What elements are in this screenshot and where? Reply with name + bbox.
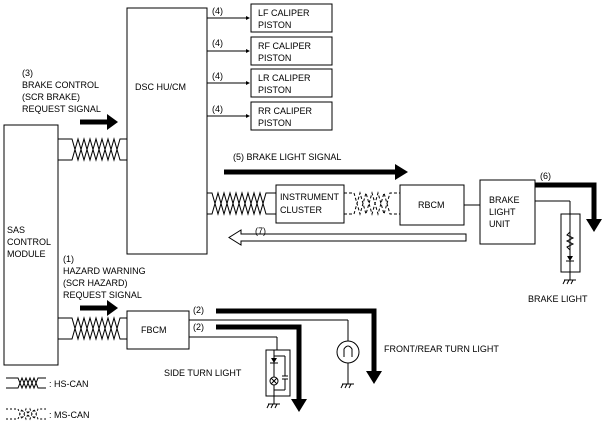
side-turn-light: SIDE TURN LIGHT xyxy=(164,337,291,409)
signal-1-line-3: (SCR HAZARD) xyxy=(63,278,128,288)
hazard-warning-arrow xyxy=(80,300,118,316)
fbcm-label: FBCM xyxy=(141,325,167,335)
caliper-num-3: (4) xyxy=(212,71,223,81)
dsc-hu-cm-block: DSC HU/CM xyxy=(126,7,208,255)
brake-control-arrow xyxy=(80,114,118,130)
blu-label-1: BRAKE xyxy=(489,195,520,205)
rr-caliper-label-2: PISTON xyxy=(258,118,291,128)
caliper-num-4: (4) xyxy=(212,104,223,114)
hazard-warning-signal: (1) HAZARD WARNING (SCR HAZARD) REQUEST … xyxy=(63,254,146,316)
hs-can-sas-dsc xyxy=(58,137,127,162)
sas-control-module-block: SAS CONTROL MODULE xyxy=(3,124,59,366)
blu-label-3: UNIT xyxy=(489,219,510,229)
turn-light-label: FRONT/REAR TURN LIGHT xyxy=(384,344,499,354)
caliper-arrows: (4) (4) (4) (4) xyxy=(207,6,250,118)
signal-2b-label: (2) xyxy=(193,322,204,332)
rbcm-label: RBCM xyxy=(418,200,445,210)
legend-ms-can: : MS-CAN xyxy=(6,407,90,421)
signal-5-label: (5) BRAKE LIGHT SIGNAL xyxy=(233,152,341,162)
caliper-num-2: (4) xyxy=(212,38,223,48)
rr-caliper-block: RR CALIPER PISTON xyxy=(250,101,333,131)
hs-can-sas-fbcm xyxy=(58,316,127,341)
signal-7: (7) xyxy=(228,226,467,246)
caliper-num-1: (4) xyxy=(212,6,223,16)
side-turn-label: SIDE TURN LIGHT xyxy=(164,368,242,378)
lr-caliper-label-2: PISTON xyxy=(258,85,291,95)
signal-3-line-4: REQUEST SIGNAL xyxy=(22,104,101,114)
cluster-label-1: INSTRUMENT xyxy=(280,192,339,202)
rf-caliper-block: RF CALIPER PISTON xyxy=(250,36,333,66)
legend: : HS-CAN : MS-CAN xyxy=(6,376,90,421)
turn-signal-outputs: (2) (2) xyxy=(189,305,382,412)
instrument-cluster-block: INSTRUMENT CLUSTER xyxy=(275,184,345,224)
lf-caliper-label-1: LF CALIPER xyxy=(258,8,310,18)
legend-hs-can-label: : HS-CAN xyxy=(49,379,89,389)
rf-caliper-label-2: PISTON xyxy=(258,53,291,63)
signal-2a-label: (2) xyxy=(193,305,204,315)
legend-ms-can-label: : MS-CAN xyxy=(49,410,90,420)
signal-6: (6) xyxy=(535,171,602,232)
brake-light-lamp: BRAKE LIGHT xyxy=(528,200,588,304)
signal-6-label: (6) xyxy=(540,171,551,181)
signal-3-line-3: (SCR BRAKE) xyxy=(22,92,80,102)
signal-1-line-1: (1) xyxy=(63,254,74,264)
signal-1-line-4: REQUEST SIGNAL xyxy=(63,290,142,300)
brake-control-signal: (3) BRAKE CONTROL (SCR BRAKE) REQUEST SI… xyxy=(22,68,118,130)
front-rear-turn-light: FRONT/REAR TURN LIGHT xyxy=(336,320,499,389)
fbcm-block: FBCM xyxy=(126,310,190,350)
rr-caliper-label-1: RR CALIPER xyxy=(258,106,313,116)
lf-caliper-label-2: PISTON xyxy=(258,20,291,30)
sas-label-1: SAS xyxy=(7,225,25,235)
ms-can-cluster-rbcm xyxy=(344,191,400,216)
rbcm-block: RBCM xyxy=(399,184,465,226)
brake-light-arrow xyxy=(224,164,408,180)
lr-caliper-label-1: LR CALIPER xyxy=(258,73,311,83)
brake-light-label: BRAKE LIGHT xyxy=(528,294,588,304)
signal-3-line-1: (3) xyxy=(22,68,33,78)
lr-caliper-block: LR CALIPER PISTON xyxy=(250,68,333,98)
blu-label-2: LIGHT xyxy=(489,207,516,217)
hs-can-dsc-cluster xyxy=(207,191,276,216)
signal-3-line-2: BRAKE CONTROL xyxy=(22,80,99,90)
lf-caliper-block: LF CALIPER PISTON xyxy=(250,3,333,33)
sas-label-3: MODULE xyxy=(7,249,46,259)
cluster-label-2: CLUSTER xyxy=(280,205,323,215)
brake-light-unit-block: BRAKE LIGHT UNIT xyxy=(479,179,536,245)
rf-caliper-label-1: RF CALIPER xyxy=(258,41,312,51)
signal-1-line-2: HAZARD WARNING xyxy=(63,266,146,276)
sas-label-2: CONTROL xyxy=(7,237,51,247)
legend-hs-can: : HS-CAN xyxy=(6,376,89,390)
brake-light-signal: (5) BRAKE LIGHT SIGNAL xyxy=(224,152,408,180)
dsc-label: DSC HU/CM xyxy=(135,82,186,92)
signal-7-label: (7) xyxy=(255,226,266,236)
